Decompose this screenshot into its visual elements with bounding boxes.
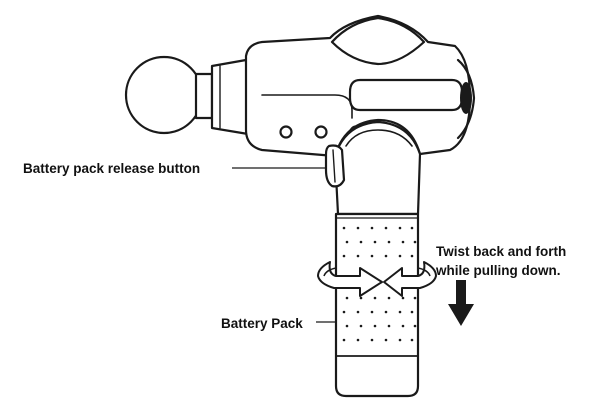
- grip-dot: [356, 226, 360, 230]
- grip-dot: [410, 310, 414, 314]
- grip-dot: [384, 338, 388, 342]
- grip-dot: [359, 240, 363, 244]
- grip-dot: [387, 296, 391, 300]
- grip-dot: [359, 324, 363, 328]
- twist-instruction: Twist back and forth while pulling down.: [436, 242, 566, 280]
- grip-dot: [370, 226, 374, 230]
- battery-pack-label: Battery Pack: [221, 316, 303, 331]
- grip-dot: [387, 240, 391, 244]
- grip-dot: [370, 310, 374, 314]
- motor-body: [244, 14, 476, 158]
- grip-dot: [410, 254, 414, 258]
- twist-instruction-line1: Twist back and forth: [436, 244, 567, 259]
- grip-dot: [373, 240, 377, 244]
- down-arrow-icon: [448, 280, 474, 326]
- grip-dot: [370, 254, 374, 258]
- grip-dot: [413, 296, 417, 300]
- grip-dot: [384, 310, 388, 314]
- grip-dot: [398, 338, 402, 342]
- handle-neck: [324, 120, 422, 216]
- grip-dot: [345, 296, 349, 300]
- grip-dot: [356, 254, 360, 258]
- grip-dot: [345, 324, 349, 328]
- grip-dot: [356, 310, 360, 314]
- grip-dot: [359, 296, 363, 300]
- battery-pack: [334, 212, 420, 398]
- battery-grip-dots: [342, 226, 417, 342]
- massage-ball-head: [124, 55, 250, 136]
- grip-dot: [384, 226, 388, 230]
- grip-dot: [373, 296, 377, 300]
- grip-dot: [413, 324, 417, 328]
- grip-dot: [356, 338, 360, 342]
- grip-dot: [342, 310, 346, 314]
- grip-dot: [373, 324, 377, 328]
- grip-dot: [410, 338, 414, 342]
- grip-dot: [384, 254, 388, 258]
- grip-dot: [410, 226, 414, 230]
- release-button-label: Battery pack release button: [23, 161, 201, 176]
- twist-instruction-line2: while pulling down.: [436, 263, 561, 278]
- grip-dot: [345, 240, 349, 244]
- grip-dot: [370, 338, 374, 342]
- grip-dot: [387, 324, 391, 328]
- grip-dot: [398, 254, 402, 258]
- twist-arrows-icon: [317, 261, 437, 297]
- grip-dot: [401, 324, 405, 328]
- grip-dot: [398, 226, 402, 230]
- grip-dot: [401, 240, 405, 244]
- grip-dot: [413, 240, 417, 244]
- grip-dot: [342, 338, 346, 342]
- grip-dot: [398, 310, 402, 314]
- grip-dot: [342, 254, 346, 258]
- grip-dot: [401, 296, 405, 300]
- grip-dot: [342, 226, 346, 230]
